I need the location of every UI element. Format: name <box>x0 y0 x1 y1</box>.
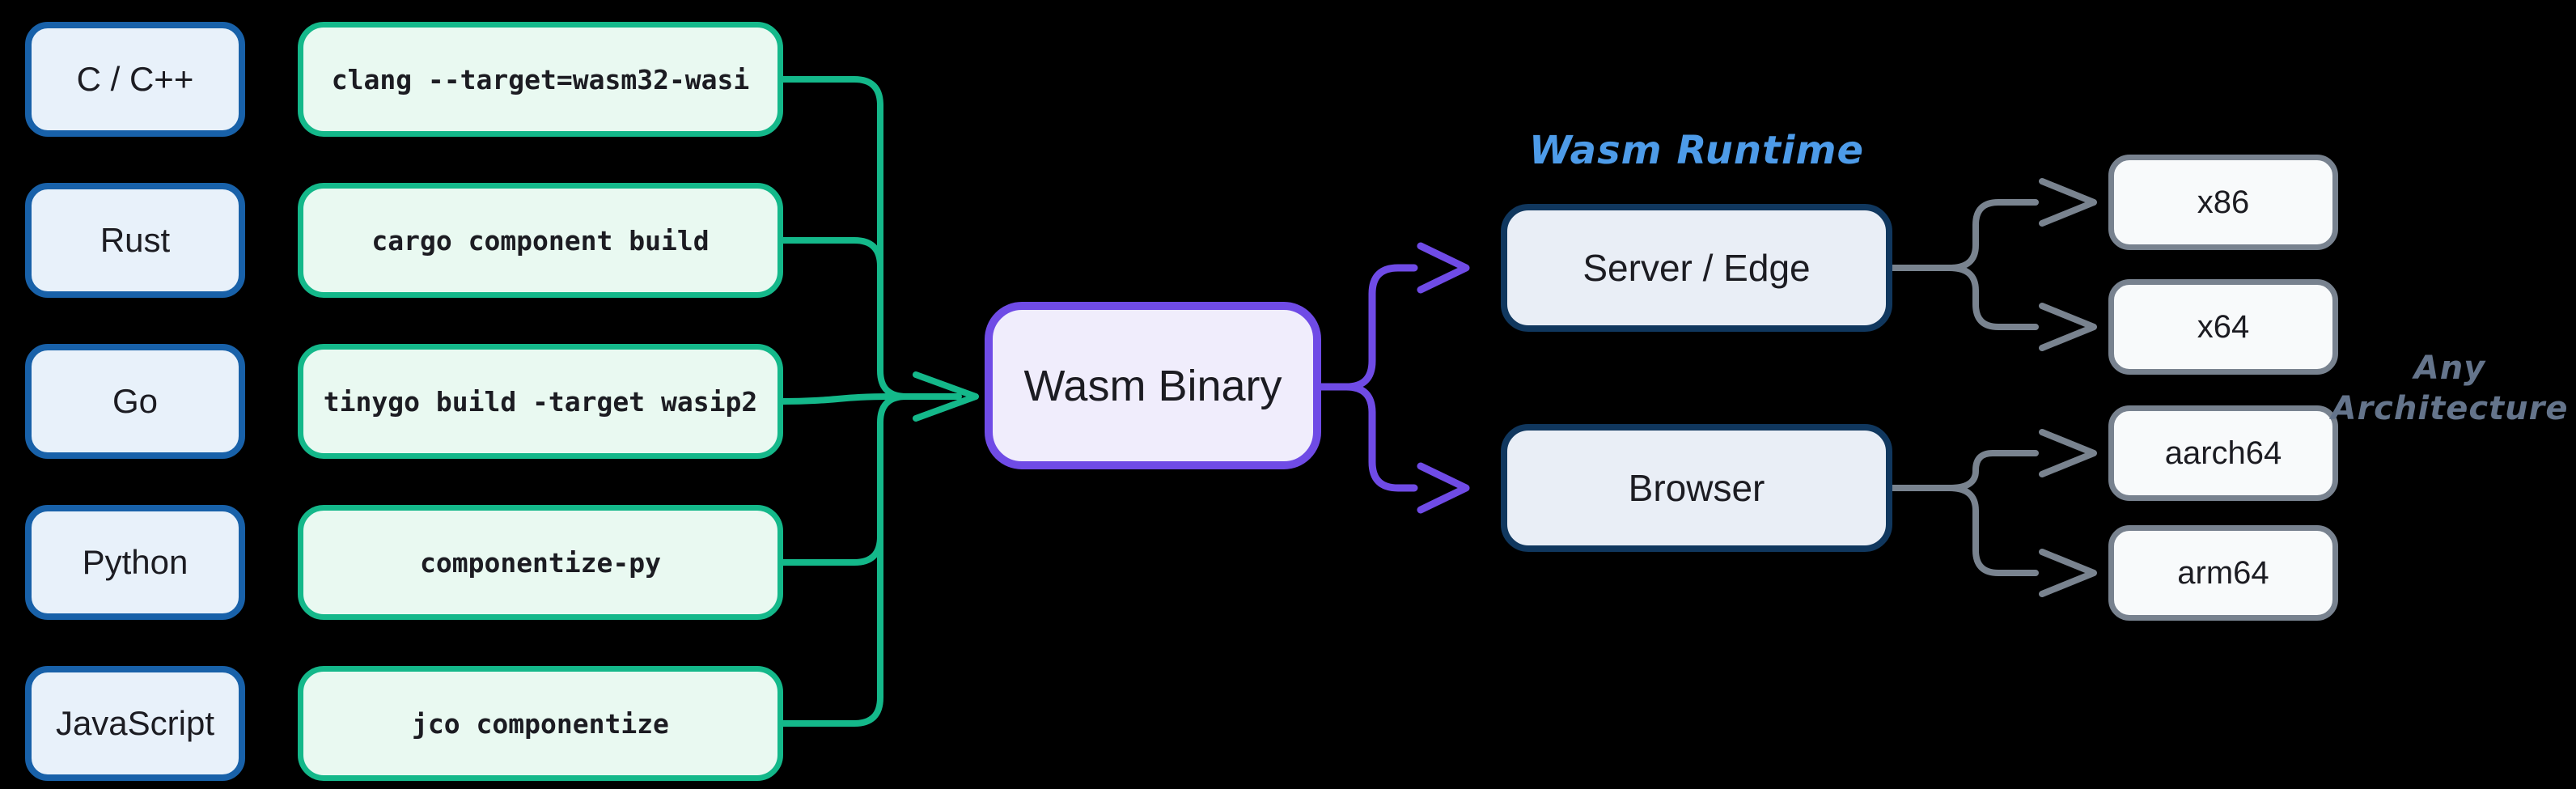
node-command-tinygo: tinygo build -target wasip2 <box>298 344 783 459</box>
node-command-cargo: cargo component build <box>298 183 783 298</box>
gray-branch-x64 <box>1947 265 2039 330</box>
node-label: arm64 <box>2177 554 2269 591</box>
gray-arrowhead-x86-icon <box>2039 178 2097 227</box>
node-command-clang: clang --target=wasm32-wasi <box>298 22 783 137</box>
node-label: Rust <box>100 221 171 259</box>
node-label: Wasm Binary <box>1023 361 1282 410</box>
node-command-jco: jco componentize <box>298 666 783 781</box>
node-label: C / C++ <box>76 60 194 98</box>
green-arrowhead-icon <box>913 371 979 422</box>
node-label: JavaScript <box>55 704 215 742</box>
node-label: x64 <box>2197 308 2250 345</box>
any-architecture-label: Any Architecture <box>2324 348 2576 429</box>
node-arch-arm64: arm64 <box>2108 525 2338 621</box>
node-label: aarch64 <box>2164 435 2282 471</box>
gray-arrowhead-x64-icon <box>2039 303 2097 351</box>
node-arch-aarch64: aarch64 <box>2108 405 2338 501</box>
purple-split-connector <box>1317 242 1470 514</box>
green-branch-cargo <box>780 237 883 269</box>
node-wasm-binary: Wasm Binary <box>985 302 1321 469</box>
command-text: tinygo build -target wasip2 <box>323 385 758 418</box>
green-merge-connector <box>780 76 979 727</box>
node-runtime-browser: Browser <box>1501 424 1892 552</box>
any-architecture-line2: Architecture <box>2331 390 2569 427</box>
node-arch-x86: x86 <box>2108 155 2338 250</box>
green-branch-tinygo <box>780 393 962 405</box>
node-language-javascript: JavaScript <box>25 666 245 781</box>
green-branch-componentize-py <box>780 533 883 566</box>
node-label: Server / Edge <box>1582 247 1811 289</box>
command-text: jco componentize <box>412 707 669 740</box>
node-language-c-cpp: C / C++ <box>25 22 245 137</box>
command-text: componentize-py <box>419 546 661 579</box>
purple-arrowhead-server-icon <box>1417 242 1470 294</box>
purple-branch-server <box>1317 264 1418 391</box>
node-command-componentize-py: componentize-py <box>298 505 783 620</box>
purple-arrowhead-browser-icon <box>1417 462 1470 514</box>
gray-branch-arm64 <box>1947 485 2039 576</box>
gray-arrowhead-arm64-icon <box>2039 549 2097 597</box>
green-branch-jco <box>780 393 934 727</box>
node-label: Browser <box>1628 467 1765 509</box>
any-architecture-line1: Any <box>2413 350 2486 387</box>
command-text: cargo component build <box>371 224 710 257</box>
node-label: Python <box>82 543 189 581</box>
gray-arrowhead-aarch64-icon <box>2039 429 2097 477</box>
node-label: Go <box>112 382 159 420</box>
node-runtime-server-edge: Server / Edge <box>1501 204 1892 332</box>
node-language-python: Python <box>25 505 245 620</box>
node-language-go: Go <box>25 344 245 459</box>
gray-branch-aarch64 <box>1889 450 2039 491</box>
node-language-rust: Rust <box>25 183 245 298</box>
node-label: x86 <box>2197 184 2250 220</box>
gray-arch-connector <box>1889 178 2097 597</box>
node-arch-x64: x64 <box>2108 279 2338 375</box>
gray-branch-x86 <box>1889 199 2039 271</box>
wasm-runtime-heading: Wasm Runtime <box>1528 128 1865 173</box>
command-text: clang --target=wasm32-wasi <box>331 63 750 95</box>
purple-branch-browser <box>1342 383 1418 492</box>
